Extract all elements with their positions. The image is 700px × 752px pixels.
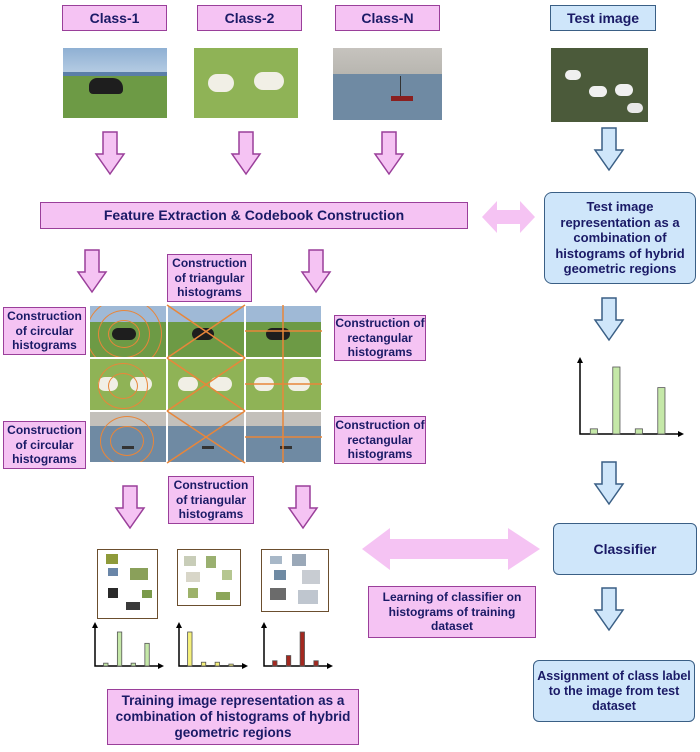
grid-tile-circular-1 bbox=[89, 305, 167, 358]
axis bbox=[579, 359, 682, 435]
histogram-bar bbox=[187, 631, 193, 667]
double-arrow-icon bbox=[482, 201, 535, 233]
axis bbox=[178, 624, 246, 667]
geometric-overlay bbox=[166, 304, 322, 464]
class-n-photo bbox=[333, 48, 442, 120]
circular-bottom-label: Construction of circular histograms bbox=[3, 421, 86, 469]
codebook-class-1 bbox=[97, 549, 158, 619]
grid-tile-circular-2 bbox=[89, 358, 167, 411]
down-arrow-icon bbox=[594, 297, 624, 341]
axis bbox=[94, 624, 162, 667]
classifier-box: Classifier bbox=[553, 523, 697, 575]
histogram-bar bbox=[589, 428, 598, 435]
class-n-histogram bbox=[261, 622, 333, 669]
histogram-bar bbox=[214, 661, 220, 667]
test-photo bbox=[551, 48, 648, 122]
class-2-label: Class-2 bbox=[197, 5, 302, 31]
histogram-bar bbox=[116, 631, 123, 667]
assignment-box: Assignment of class label to the image f… bbox=[533, 660, 695, 722]
axis-arrowhead bbox=[242, 663, 248, 669]
training-representation-box: Training image representation as a combi… bbox=[107, 689, 359, 745]
histogram-bar bbox=[657, 387, 666, 435]
down-arrow-icon bbox=[594, 587, 624, 631]
region-grid bbox=[89, 304, 322, 464]
histogram-bar bbox=[130, 662, 136, 667]
down-arrow-icon bbox=[288, 485, 318, 529]
down-arrow-icon bbox=[301, 249, 331, 293]
down-arrow-icon bbox=[95, 131, 125, 175]
down-arrow-icon bbox=[77, 249, 107, 293]
learning-box: Learning of classifier on histograms of … bbox=[368, 586, 536, 638]
test-image-label: Test image bbox=[550, 5, 656, 31]
down-arrow-icon bbox=[115, 485, 145, 529]
class-n-label: Class-N bbox=[335, 5, 440, 31]
triangular-bottom-label: Construction of triangular histograms bbox=[168, 476, 254, 524]
class-2-photo bbox=[194, 48, 298, 118]
class-1-label: Class-1 bbox=[62, 5, 167, 31]
test-histogram bbox=[577, 357, 684, 437]
down-arrow-icon bbox=[594, 461, 624, 505]
rectangular-top-label: Construction of rectangular histograms bbox=[334, 315, 426, 361]
down-arrow-icon bbox=[594, 127, 624, 171]
histogram-bar bbox=[144, 642, 150, 667]
axis bbox=[263, 624, 331, 667]
histogram-bar bbox=[634, 428, 643, 435]
axis-arrowhead bbox=[678, 431, 684, 437]
codebook-class-2 bbox=[177, 549, 241, 606]
class-2-histogram bbox=[176, 622, 248, 669]
class-1-histogram bbox=[92, 622, 164, 669]
histogram-bar bbox=[285, 655, 292, 667]
class-1-photo bbox=[63, 48, 167, 118]
down-arrow-icon bbox=[374, 131, 404, 175]
circular-top-label: Construction of circular histograms bbox=[3, 307, 86, 355]
axis-arrowhead bbox=[158, 663, 164, 669]
axis-arrowhead bbox=[261, 622, 267, 628]
test-representation-box: Test image representation as a combinati… bbox=[544, 192, 696, 284]
histogram-bar bbox=[612, 366, 621, 435]
triangular-top-label: Construction of triangular histograms bbox=[167, 254, 252, 302]
histogram-bar bbox=[200, 661, 207, 667]
histogram-bar bbox=[299, 631, 305, 667]
axis-arrowhead bbox=[176, 622, 182, 628]
rectangular-bottom-label: Construction of rectangular histograms bbox=[334, 416, 426, 464]
histogram-bar bbox=[313, 660, 319, 667]
feature-extraction-box: Feature Extraction & Codebook Constructi… bbox=[40, 202, 468, 229]
axis-arrowhead bbox=[92, 622, 98, 628]
axis-arrowhead bbox=[327, 663, 333, 669]
histogram-bar bbox=[103, 662, 109, 667]
histogram-bar bbox=[228, 663, 234, 667]
axis-arrowhead bbox=[577, 357, 583, 363]
histogram-bar bbox=[272, 660, 278, 667]
grid-tile-circular-3 bbox=[89, 411, 167, 463]
down-arrow-icon bbox=[231, 131, 261, 175]
codebook-class-n bbox=[261, 549, 329, 612]
double-arrow-icon bbox=[362, 528, 540, 570]
